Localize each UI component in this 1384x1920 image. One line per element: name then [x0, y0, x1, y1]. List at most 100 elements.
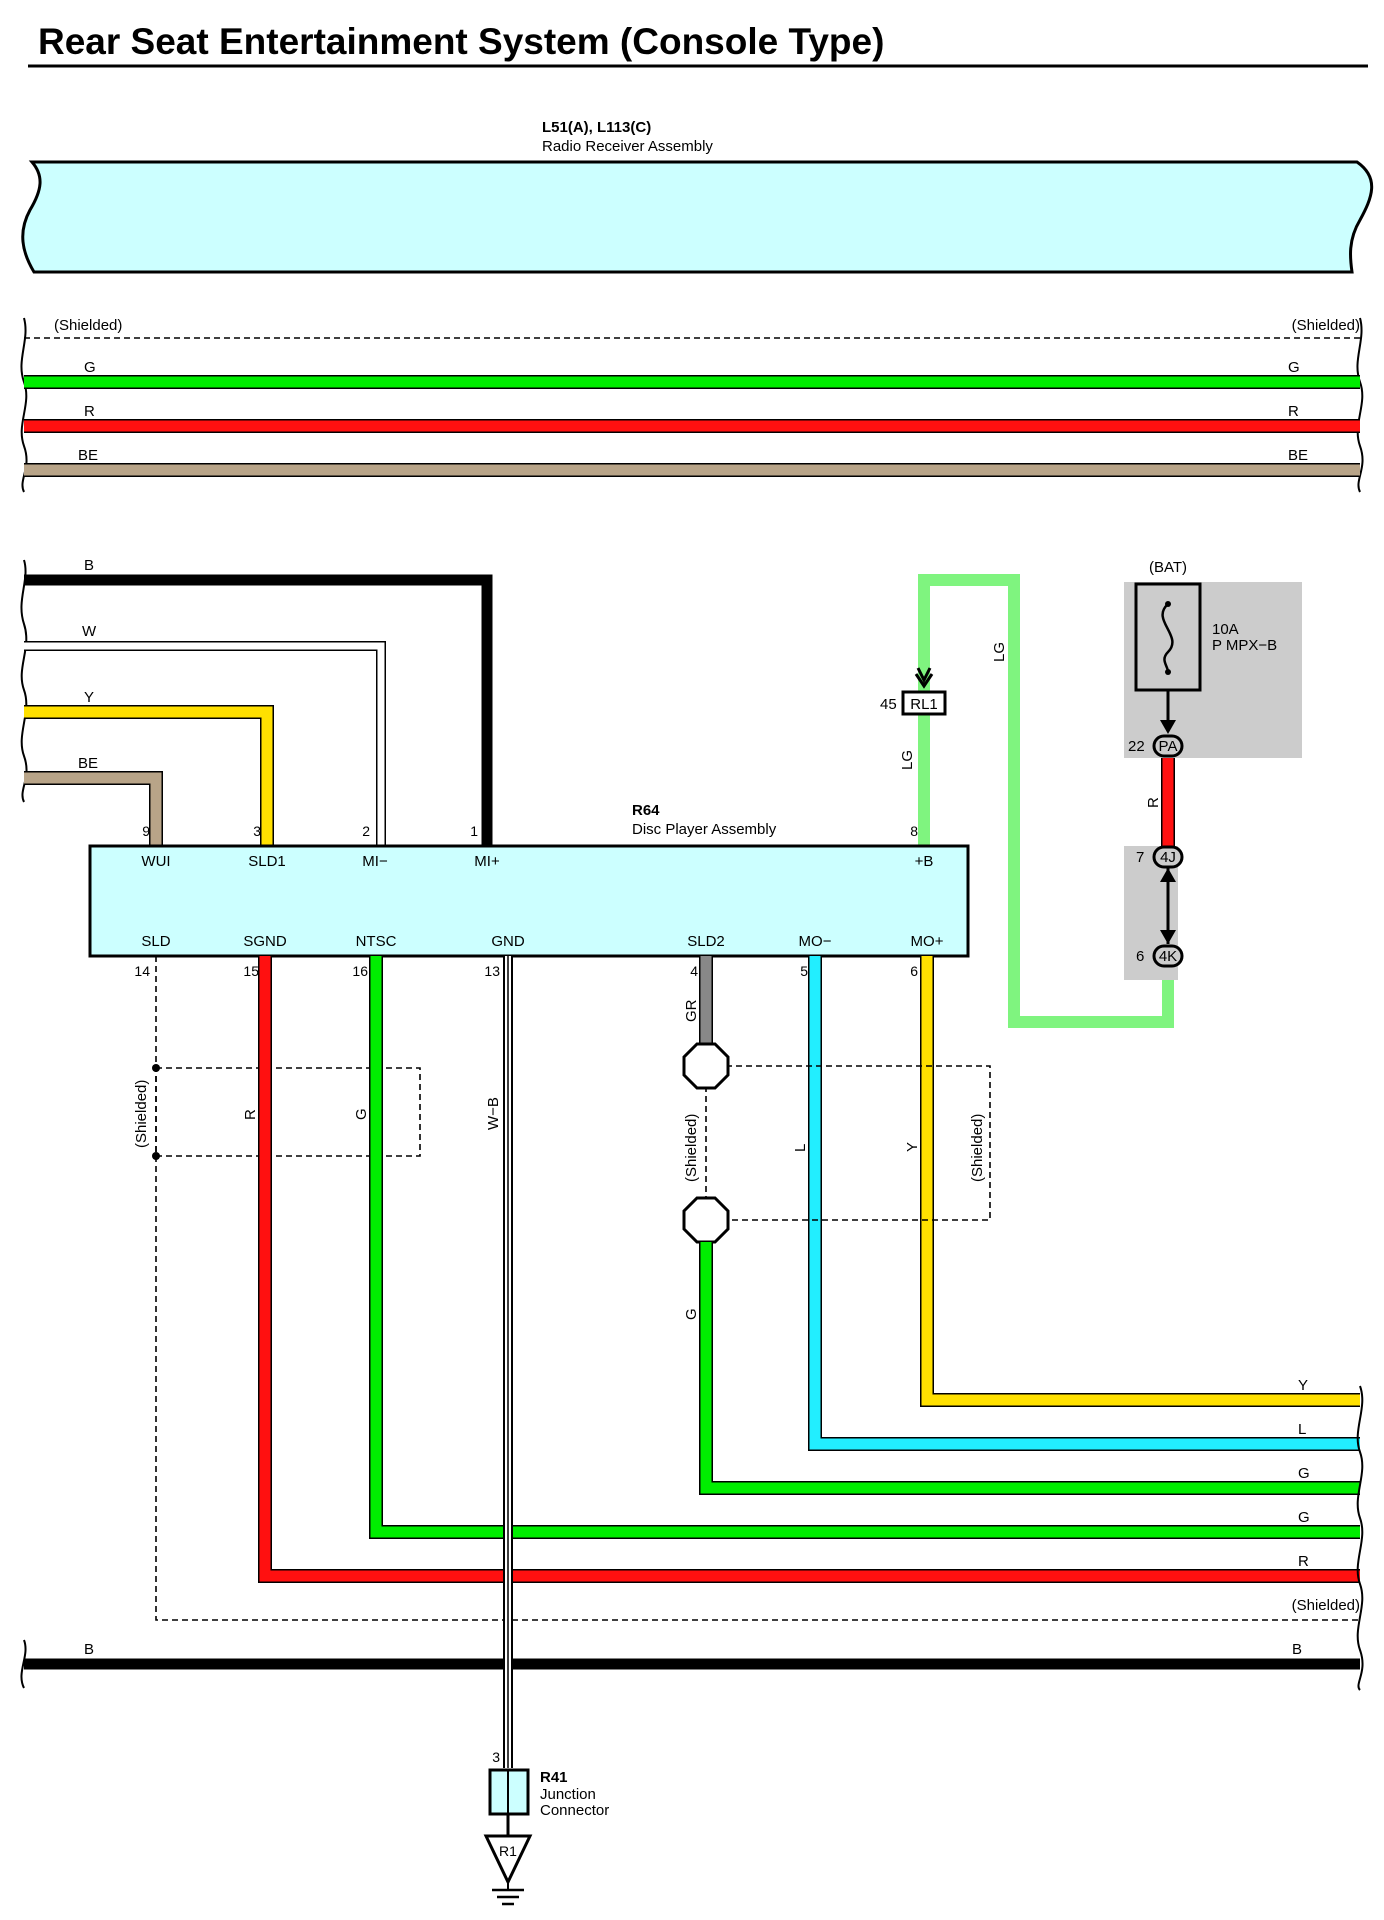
black-wire-mi-plus [24, 574, 493, 846]
mo-minus-l-label: L [792, 1144, 809, 1152]
4k-code: 4K [1159, 948, 1177, 965]
shield-splice-bottom-icon [682, 1196, 730, 1244]
radio-receiver-name: Radio Receiver Assembly [542, 138, 713, 155]
upper-shield-left-label: (Shielded) [54, 317, 122, 334]
rl1-pin: 45 [880, 696, 897, 713]
left-inputs-break [20, 559, 28, 803]
sld2-green-wire-outline [699, 1242, 1360, 1495]
rl1-code: RL1 [910, 696, 938, 713]
mo-minus-cyan-wire [809, 956, 1360, 1450]
left-shield-box [155, 1067, 421, 1157]
pin-15: 15 [243, 963, 259, 979]
lower-bus-right-break [1356, 1385, 1364, 1691]
upper-bus-right-break [1356, 317, 1364, 493]
pin-sgnd: SGND [243, 933, 287, 950]
pin-9: 9 [142, 823, 150, 839]
upper-red-right-label: R [1288, 403, 1299, 420]
sld2-gr-label: GR [683, 999, 700, 1022]
pin-5: 5 [800, 963, 808, 979]
yellow-wire-sld1 [24, 706, 273, 846]
ground-bus-right-label: B [1292, 1641, 1302, 1658]
lower-y-label: Y [1298, 1377, 1308, 1394]
lg-label-2: LG [991, 642, 1008, 662]
pin-gnd: GND [491, 933, 525, 950]
pin-wui: WUI [141, 853, 170, 870]
pin-ntsc: NTSC [356, 933, 397, 950]
pin-8: 8 [910, 823, 918, 839]
pin-13: 13 [484, 963, 500, 979]
pin-mo-plus: MO+ [911, 933, 944, 950]
lower-shield-label: (Shielded) [1292, 1597, 1360, 1614]
pin-4: 4 [690, 963, 698, 979]
junction-name-2: Connector [540, 1802, 609, 1819]
bat-label: (BAT) [1149, 559, 1187, 576]
fuse-rating: 10A [1212, 621, 1239, 638]
disc-player-box [88, 844, 970, 958]
pin-6: 6 [910, 963, 918, 979]
pin-sld1: SLD1 [248, 853, 286, 870]
mo-minus-cyan-wire-outline [808, 956, 1360, 1451]
pin-mi-plus: MI+ [474, 853, 500, 870]
disc-player-code: R64 [632, 802, 660, 819]
diagram-title: Rear Seat Entertainment System (Console … [38, 21, 884, 62]
rl1-arrow-icon [914, 667, 934, 689]
sgnd-r-label: R [242, 1109, 259, 1120]
lg-label-1: LG [899, 750, 916, 770]
upper-beige-right-label: BE [1288, 447, 1308, 464]
radio-receiver-code: L51(A), L113(C) [542, 119, 651, 136]
gnd-wb-label: W−B [485, 1097, 502, 1130]
junction-pin: 3 [492, 1749, 500, 1765]
beige-wire-label: BE [78, 755, 98, 772]
pin-mi-minus: MI− [362, 853, 388, 870]
left-shield-node-top [152, 1064, 160, 1072]
ntsc-g-label: G [353, 1108, 370, 1120]
fuse-box-bg [1124, 582, 1302, 758]
sld2-g-label: G [683, 1308, 700, 1320]
lower-r-label: R [1298, 1553, 1309, 1570]
right-shield-label: (Shielded) [969, 1114, 986, 1182]
pa-arrow-icon [1160, 720, 1176, 734]
upper-green-right-label: G [1288, 359, 1300, 376]
white-wire-mi-minus [24, 642, 385, 846]
lower-g1-label: G [1298, 1465, 1310, 1482]
ntsc-green-wire [370, 956, 1360, 1538]
sld2-green-wire [700, 1242, 1360, 1494]
pin-14: 14 [134, 963, 150, 979]
black-wire-label: B [84, 557, 94, 574]
right-shield-box [705, 1065, 991, 1221]
upper-green-left-label: G [84, 359, 96, 376]
ground-bus-left-break [20, 1639, 27, 1689]
red-power-label: R [1145, 797, 1162, 808]
left-shield-label: (Shielded) [133, 1080, 150, 1148]
4j-code: 4J [1160, 849, 1176, 866]
upper-beige-left-label: BE [78, 447, 98, 464]
pin-16: 16 [352, 963, 368, 979]
mo-plus-y-label: Y [904, 1142, 921, 1152]
yellow-wire-label: Y [84, 689, 94, 706]
junction-code: R41 [540, 1769, 568, 1786]
lower-l-label: L [1298, 1421, 1306, 1438]
pin-sld: SLD [141, 933, 170, 950]
beige-wire-wui [24, 772, 162, 846]
pin-plus-b: +B [915, 853, 934, 870]
shield-splice-top-icon [682, 1042, 730, 1090]
white-wire-mi-minus-outline [24, 641, 386, 846]
lower-g2-label: G [1298, 1509, 1310, 1526]
pin-1: 1 [470, 823, 478, 839]
sgnd-red-wire [259, 956, 1360, 1582]
fuse-terminal-bottom [1165, 669, 1171, 675]
fuse-terminal-top [1165, 601, 1171, 607]
left-shield-node-bottom [152, 1152, 160, 1160]
pin-2: 2 [362, 823, 370, 839]
ground-point-code: R1 [499, 1843, 517, 1859]
4j-connector [1152, 845, 1184, 869]
beige-wire-wui-outline [24, 771, 163, 846]
ground-bus-left-label: B [84, 1641, 94, 1658]
pin-sld2: SLD2 [687, 933, 725, 950]
fuse-icon [1161, 603, 1174, 673]
upper-red-left-label: R [84, 403, 95, 420]
4k-connector [1152, 944, 1184, 968]
upper-shield-right-label: (Shielded) [1292, 317, 1360, 334]
fuse-name: P MPX−B [1212, 637, 1277, 654]
